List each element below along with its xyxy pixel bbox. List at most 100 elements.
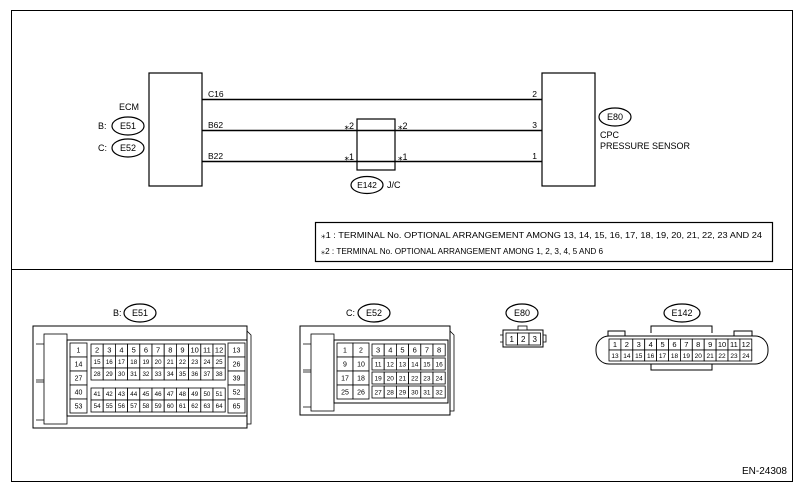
e51-pin-40: 40: [75, 390, 83, 397]
e51-pin-53-cell: [69, 398, 88, 414]
e52-pin-2: 2: [359, 348, 363, 355]
ecm-b-prefix: B:: [98, 121, 107, 131]
e51-pin-18: 18: [130, 359, 137, 366]
sensor-pin-1: 1: [532, 151, 537, 161]
e52-pin-28: 28: [387, 389, 395, 396]
jc-box: [356, 118, 396, 171]
e80-pin-1: 1: [510, 335, 515, 344]
notes-box: ⁎1 : TERMINAL No. OPTIONAL ARRANGEMENT A…: [314, 221, 774, 263]
e52-pin-6: 6: [413, 346, 417, 355]
e142-pin-12: 12: [742, 340, 750, 349]
e51-pin-36: 36: [191, 371, 198, 378]
e51-pin-12: 12: [215, 346, 223, 355]
e52-pin-32-cell: [432, 385, 446, 399]
figure-id: EN-24308: [742, 466, 787, 477]
e51-pin-64: 64: [216, 403, 223, 410]
e51-pin-38: 38: [216, 371, 223, 378]
e142-top-tab: [650, 325, 713, 333]
e51-pin-43: 43: [118, 391, 125, 398]
e51-pin-15: 15: [94, 359, 101, 366]
e51-pin-22: 22: [179, 359, 186, 366]
e52-pin-1: 1: [343, 348, 347, 355]
e142-pin-24-cell: [739, 349, 753, 362]
e142-pin-6: 6: [672, 340, 676, 349]
e51-pin-1: 1: [77, 348, 81, 355]
e142-pin-24: 24: [742, 353, 750, 360]
e51-pin-51: 51: [216, 391, 223, 398]
e142-badge: [663, 303, 701, 323]
sensor-conn-badge: [598, 107, 632, 127]
e80-latch: [517, 325, 528, 331]
e51-pin-57: 57: [130, 403, 137, 410]
e51-pin-47: 47: [167, 391, 174, 398]
e80-pin-3-cell: [528, 332, 541, 346]
ecm-title: ECM: [119, 102, 139, 112]
e142-pin-1: 1: [613, 340, 617, 349]
e51-latch-slot: [36, 343, 44, 421]
e51-pin-32: 32: [142, 371, 149, 378]
e51-pin-62: 62: [191, 403, 198, 410]
e52-pin-9: 9: [343, 362, 347, 369]
e52-pin-26: 26: [357, 390, 365, 397]
e52-pin-19: 19: [374, 375, 382, 382]
e51-pin-23: 23: [191, 359, 198, 366]
e80-badge: [505, 303, 539, 323]
e51-pin-64-cell: [212, 399, 226, 413]
e51-pin-33: 33: [155, 371, 162, 378]
e51-pin-19: 19: [142, 359, 149, 366]
e52-pin-32: 32: [435, 389, 443, 396]
e142-pin-14: 14: [623, 353, 631, 360]
jc-mark-b22-left: ⁎1: [344, 152, 354, 162]
ecm-conn-c-label: E52: [120, 143, 136, 153]
e52-pin-16: 16: [435, 361, 443, 368]
e51-pin-27: 27: [75, 376, 83, 383]
e51-pin-4: 4: [119, 346, 123, 355]
e80-pin-2: 2: [521, 335, 526, 344]
e52-left-latch: [310, 333, 335, 412]
e51-pin-29: 29: [106, 371, 113, 378]
e142-pin-4: 4: [649, 340, 653, 349]
jc-label: J/C: [387, 180, 401, 190]
e142-pin-15: 15: [635, 353, 643, 360]
e51-pin-26: 26: [233, 362, 241, 369]
jc-mark-b62-right: ⁎2: [398, 121, 408, 131]
e51-left-latch: [43, 333, 68, 425]
e52-pin-4: 4: [388, 346, 392, 355]
e52-pin-20: 20: [387, 375, 395, 382]
e51-pin-53: 53: [75, 404, 83, 411]
e142-pin-16: 16: [647, 353, 655, 360]
e52-pin-27: 27: [374, 389, 382, 396]
e51-pin-3: 3: [107, 346, 111, 355]
e52-badge: [357, 303, 391, 323]
e51-pin-17: 17: [118, 359, 125, 366]
e52-pin-31: 31: [423, 389, 431, 396]
e51-pin-10: 10: [191, 346, 199, 355]
note-2: ⁎2 : TERMINAL No. OPTIONAL ARRANGEMENT A…: [321, 247, 604, 256]
sensor-name-line2: PRESSURE SENSOR: [600, 141, 691, 151]
ecm-box: [148, 72, 203, 187]
e52-pin-11: 11: [375, 361, 382, 368]
e142-pin-17: 17: [659, 353, 667, 360]
e51-pin-52: 52: [233, 390, 241, 397]
e51-pin-56: 56: [118, 403, 125, 410]
e142-pin-20: 20: [695, 353, 703, 360]
e52-pin-15: 15: [423, 361, 431, 368]
e51-pin-49: 49: [191, 391, 198, 398]
e52-pin-17: 17: [341, 376, 349, 383]
e52-pin-10: 10: [357, 362, 365, 369]
ecm-conn-b-badge: [111, 116, 145, 136]
e52-pin-30: 30: [411, 389, 419, 396]
e80-pin-3: 3: [533, 335, 538, 344]
e142-pin-8: 8: [696, 340, 700, 349]
e142-pin-18: 18: [671, 353, 679, 360]
e51-pin-37: 37: [203, 371, 210, 378]
e51-pin-11: 11: [203, 346, 211, 355]
e51-pin-9: 9: [180, 346, 184, 355]
e51-pin-30: 30: [118, 371, 125, 378]
e51-pin-44: 44: [130, 391, 137, 398]
e51-pin-28: 28: [94, 371, 101, 378]
e142-pin-22: 22: [718, 353, 726, 360]
